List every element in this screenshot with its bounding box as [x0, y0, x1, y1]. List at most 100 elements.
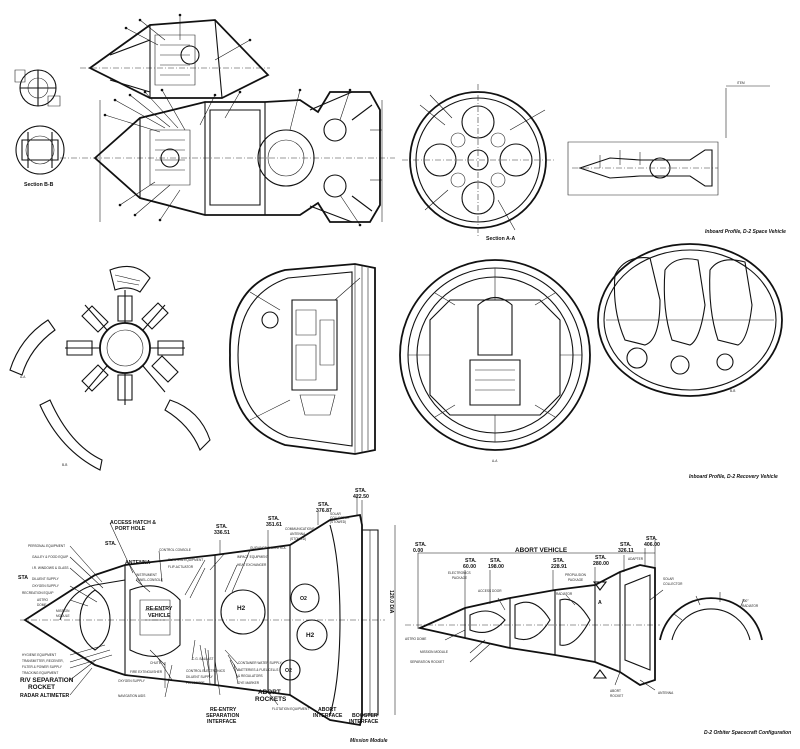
label-sta-3: STA. — [268, 516, 280, 522]
label-sta-42250: 422.50 — [353, 494, 369, 500]
caption-orbiter: D-2 Orbiter Spacecraft Configuration — [704, 730, 791, 736]
o2-label-2: O2 — [285, 668, 292, 674]
label-impact: IMPACT EQUIPMENT — [237, 555, 269, 559]
label-sta-4: STA. — [216, 524, 228, 530]
o2-label-1: O2 — [300, 596, 307, 602]
orbiter-sta-406-a: STA. — [646, 536, 658, 542]
label-batteries: BATTERIES & FUEL CELLS — [238, 668, 278, 672]
label-sta-33651: 336.51 — [214, 530, 230, 536]
label-water-supply: CONTAINER WATER SUPPLY — [238, 661, 283, 665]
orbiter-sta-000: 0.00 — [413, 548, 423, 554]
orbiter-rocket: ROCKET — [610, 694, 623, 698]
recovery-side-profile — [229, 263, 376, 455]
label-module: MODULE — [56, 614, 70, 618]
orbiter-collector: COLLECTOR — [663, 582, 683, 586]
orbiter-sta-406: 406.00 — [644, 542, 660, 548]
orbiter-sta-198-a: STA. — [490, 558, 502, 564]
label-hygiene: HYGIENE EQUIPMENT — [22, 653, 56, 657]
label-sta-35161: 351.61 — [266, 522, 282, 528]
orbiter-sta-280: 280.00 — [593, 561, 609, 567]
label-astro: ASTRO — [37, 598, 49, 602]
orbiter-sta-60: 60.00 — [463, 564, 476, 570]
orbiter-sta-0: STA. — [415, 542, 427, 548]
label-mission: MISSION — [56, 609, 70, 613]
label-booster-interface: INTERFACE — [349, 719, 379, 725]
label-diluent-supply: DILUENT SUPPLY — [32, 577, 60, 581]
label-dome: DOME — [37, 603, 47, 607]
orbiter-labels: STA. 0.00 ABORT VEHICLE STA. 60.00 ELECT… — [405, 536, 759, 698]
h2-label-2: H2 — [306, 632, 315, 639]
orbiter-section-a: A — [598, 600, 602, 606]
label-flip-actuator: FLIP-ACTUATOR — [168, 565, 194, 569]
label-solar: SOLAR — [330, 512, 342, 516]
label-transmitter: TRANSMITTER, RECEIVER, — [22, 659, 64, 663]
label-periscope: PERISCOPE — [186, 681, 205, 685]
label-diameter: 120.0 DIA — [388, 590, 394, 614]
orbiter-prop-package: PACKAGE — [568, 578, 583, 582]
label-tracking: TRACKING EQUIPMENT — [22, 671, 58, 675]
label-stowed-2: (STOWED) — [290, 537, 306, 541]
label-vehicle: VEHICLE — [148, 613, 171, 619]
orbiter-sta-326-a: STA. — [620, 542, 632, 548]
radiator-angle: 100° — [742, 599, 749, 603]
small-vehicle-profile — [567, 141, 719, 196]
radiator-label: RADIATOR — [742, 604, 759, 608]
svg-text:B-B: B-B — [62, 463, 67, 467]
label-regulators: & REGULATORS — [238, 674, 263, 678]
label-collector: COLLECTOR — [330, 516, 350, 520]
label-interface: INTERFACE — [207, 719, 237, 725]
label-oxygen-supply-2: OXYGEN SUPPLY — [118, 679, 146, 683]
svg-text:A-A: A-A — [20, 375, 26, 379]
orbiter-sta-228: 228.91 — [551, 564, 567, 570]
label-rockets: ROCKETS — [255, 696, 287, 703]
label-dye-marker: DYE MARKER — [238, 681, 260, 685]
label-radar-altimeter: RADAR ALTIMETER — [20, 693, 70, 699]
orbiter-sta-326: 326.11 — [618, 548, 634, 554]
label-sta-37687: 376.87 — [316, 508, 332, 514]
label-separation: SEPARATION — [206, 713, 239, 719]
label-rocket: ROCKET — [28, 684, 55, 691]
label-stowed-1: (STOWED) — [330, 520, 346, 524]
orbiter-package: PACKAGE — [452, 576, 467, 580]
label-access-hatch: ACCESS HATCH & — [110, 520, 156, 526]
label-abort: ABORT — [258, 689, 281, 696]
label-cg-ballast: C.G. BALLAST — [192, 657, 213, 661]
mission-module-labels: ACCESS HATCH & PORT HOLE PERSONAL EQUIPM… — [18, 488, 394, 725]
section-views-left: Section B-B — [14, 69, 65, 188]
orbiter-adapter: ADAPTER — [628, 557, 644, 561]
label-heat-exchanger: HEAT EXCHANGER — [237, 563, 267, 567]
orbiter-sta-228-a: STA. — [553, 558, 565, 564]
label-filter: FILTER & POWER SUPPLY — [22, 665, 63, 669]
orbiter-sta-280-a: STA. — [595, 555, 607, 561]
orbiter-separation-rocket: SEPARATION ROCKET — [410, 660, 444, 664]
label-sta-left: STA — [18, 575, 28, 581]
label-communications: COMMUNICATIONS — [285, 527, 315, 531]
recovery-radial-view: A-A B-B — [9, 265, 211, 471]
label-galley: GALLEY & FOOD EQUIP — [32, 555, 68, 559]
orbiter-astro-dome: ASTRO DOME — [405, 637, 426, 641]
section-aa-label: Section A-A — [486, 236, 515, 242]
label-survival: SURVIVAL EQUIPMENT — [168, 558, 203, 562]
space-vehicle-profile — [60, 13, 395, 227]
label-port-hole: PORT HOLE — [115, 526, 146, 532]
parts-legend-top: ITEM — [725, 81, 770, 138]
mission-module-drawing: H2 O2 H2 O2 — [20, 495, 396, 727]
label-sta-2: STA. — [318, 502, 330, 508]
caption-space-vehicle: Inboard Profile, D-2 Space Vehicle — [705, 229, 786, 235]
legend-title: ITEM — [737, 81, 745, 85]
label-windows: I.R. WINDOWS & GLASS — [32, 566, 68, 570]
section-bb-2-label: B-B — [730, 389, 735, 393]
label-chute: CHUTE — [150, 661, 161, 665]
orbiter-solar: SOLAR — [663, 577, 675, 581]
orbiter-access-door: ACCESS DOOR — [478, 589, 502, 593]
label-instrument: INSTRUMENT — [136, 573, 157, 577]
label-sta-1: STA. — [355, 488, 367, 494]
label-diluent-supply-2: DILUENT SUPPLY — [186, 675, 214, 679]
label-recreation: RECREATION EQUIP — [22, 591, 53, 595]
label-comm-antenna: ANTENNA — [290, 532, 306, 536]
label-abort-2: ABORT — [318, 707, 337, 713]
label-navigation-aids: NAVIGATION AIDS — [118, 694, 145, 698]
recovery-cross-section: A-A — [399, 259, 591, 463]
label-flotation: FLOTATION EQUIPMENT — [272, 707, 309, 711]
